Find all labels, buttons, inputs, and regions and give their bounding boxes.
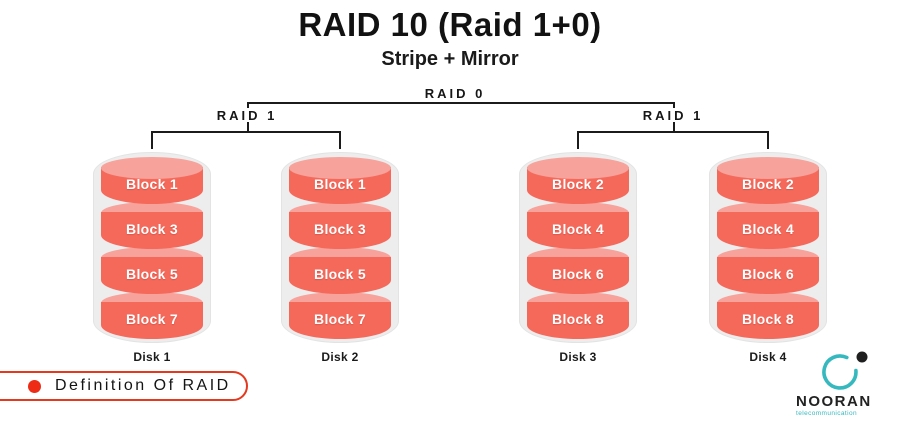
block-segment: Block 8	[527, 292, 629, 339]
cylinder-body	[101, 212, 203, 249]
disk-cylinder: Block 2 Block 4 Block 6 Block 8	[717, 157, 819, 339]
disk2-connector	[339, 131, 341, 149]
block-label: Block 3	[314, 221, 366, 237]
block-segment: Block 1	[289, 157, 391, 204]
block-segment: Block 5	[101, 247, 203, 294]
cylinder-top-face	[101, 157, 203, 179]
raid1-right-upper-stub	[673, 122, 675, 132]
block-label: Block 1	[314, 176, 366, 192]
disk-name: Disk 4	[749, 350, 787, 364]
disk-2: Block 1 Block 3 Block 5 Block 7 Disk 2	[281, 152, 399, 367]
logo-circle-icon	[822, 351, 868, 390]
block-segment: Block 6	[717, 247, 819, 294]
block-segment: Block 8	[717, 292, 819, 339]
cylinder-top-face	[527, 157, 629, 179]
cylinder-body	[717, 257, 819, 294]
block-label: Block 2	[552, 176, 604, 192]
block-label: Block 6	[552, 266, 604, 282]
disk-name: Disk 3	[559, 350, 597, 364]
bullet-dot-icon	[28, 379, 41, 393]
raid0-bracket-line	[248, 102, 675, 104]
block-label: Block 5	[126, 266, 178, 282]
logo-tagline: telecommunication	[796, 410, 857, 417]
logo-name: NOORAN	[796, 393, 872, 410]
block-segment: Block 2	[717, 157, 819, 204]
raid1-right-bracket-line	[578, 131, 768, 133]
cylinder-body	[527, 257, 629, 294]
block-segment: Block 1	[101, 157, 203, 204]
raid1-right-label: RAID 1	[642, 108, 704, 123]
disk-cylinder: Block 1 Block 3 Block 5 Block 7	[289, 157, 391, 339]
raid0-label: RAID 0	[424, 86, 486, 101]
block-label: Block 1	[126, 176, 178, 192]
block-segment: Block 7	[101, 292, 203, 339]
block-label: Block 3	[126, 221, 178, 237]
cylinder-top-face	[717, 157, 819, 179]
block-label: Block 5	[314, 266, 366, 282]
company-logo: NOORAN telecommunication	[796, 350, 892, 417]
block-label: Block 2	[742, 176, 794, 192]
disk-4: Block 2 Block 4 Block 6 Block 8 Disk 4	[709, 152, 827, 367]
cylinder-body	[527, 302, 629, 339]
disk-name: Disk 2	[321, 350, 359, 364]
cylinder-body	[289, 302, 391, 339]
block-segment: Block 5	[289, 247, 391, 294]
page-subtitle: Stripe + Mirror	[381, 48, 519, 70]
block-label: Block 8	[552, 311, 604, 327]
disk1-connector	[151, 131, 153, 149]
block-label: Block 7	[314, 311, 366, 327]
cylinder-top-face	[289, 157, 391, 179]
raid1-left-bracket-line	[152, 131, 340, 133]
block-label: Block 7	[126, 311, 178, 327]
block-segment: Block 6	[527, 247, 629, 294]
block-label: Block 4	[552, 221, 604, 237]
disk-1: Block 1 Block 3 Block 5 Block 7 Disk 1	[93, 152, 211, 367]
disk-cylinder: Block 2 Block 4 Block 6 Block 8	[527, 157, 629, 339]
disk-3: Block 2 Block 4 Block 6 Block 8 Disk 3	[519, 152, 637, 367]
cylinder-body	[717, 212, 819, 249]
raid0-right-stub	[673, 102, 675, 108]
page-title: RAID 10 (Raid 1+0)	[298, 6, 602, 43]
cylinder-body	[289, 212, 391, 249]
disk-cylinder: Block 1 Block 3 Block 5 Block 7	[101, 157, 203, 339]
cylinder-body	[717, 302, 819, 339]
block-segment: Block 7	[289, 292, 391, 339]
block-label: Block 4	[742, 221, 794, 237]
raid1-left-label: RAID 1	[216, 108, 278, 123]
block-segment: Block 4	[717, 202, 819, 249]
definition-badge: Definition Of RAID	[0, 371, 248, 401]
disk3-connector	[577, 131, 579, 149]
block-label: Block 6	[742, 266, 794, 282]
raid0-left-stub	[247, 102, 249, 108]
disk-name: Disk 1	[133, 350, 171, 364]
block-segment: Block 3	[289, 202, 391, 249]
block-label: Block 8	[742, 311, 794, 327]
block-segment: Block 4	[527, 202, 629, 249]
block-segment: Block 3	[101, 202, 203, 249]
badge-label: Definition Of RAID	[55, 377, 231, 394]
cylinder-body	[101, 257, 203, 294]
raid1-left-upper-stub	[247, 122, 249, 132]
cylinder-body	[101, 302, 203, 339]
cylinder-body	[527, 212, 629, 249]
disk4-connector	[767, 131, 769, 149]
block-segment: Block 2	[527, 157, 629, 204]
cylinder-body	[289, 257, 391, 294]
